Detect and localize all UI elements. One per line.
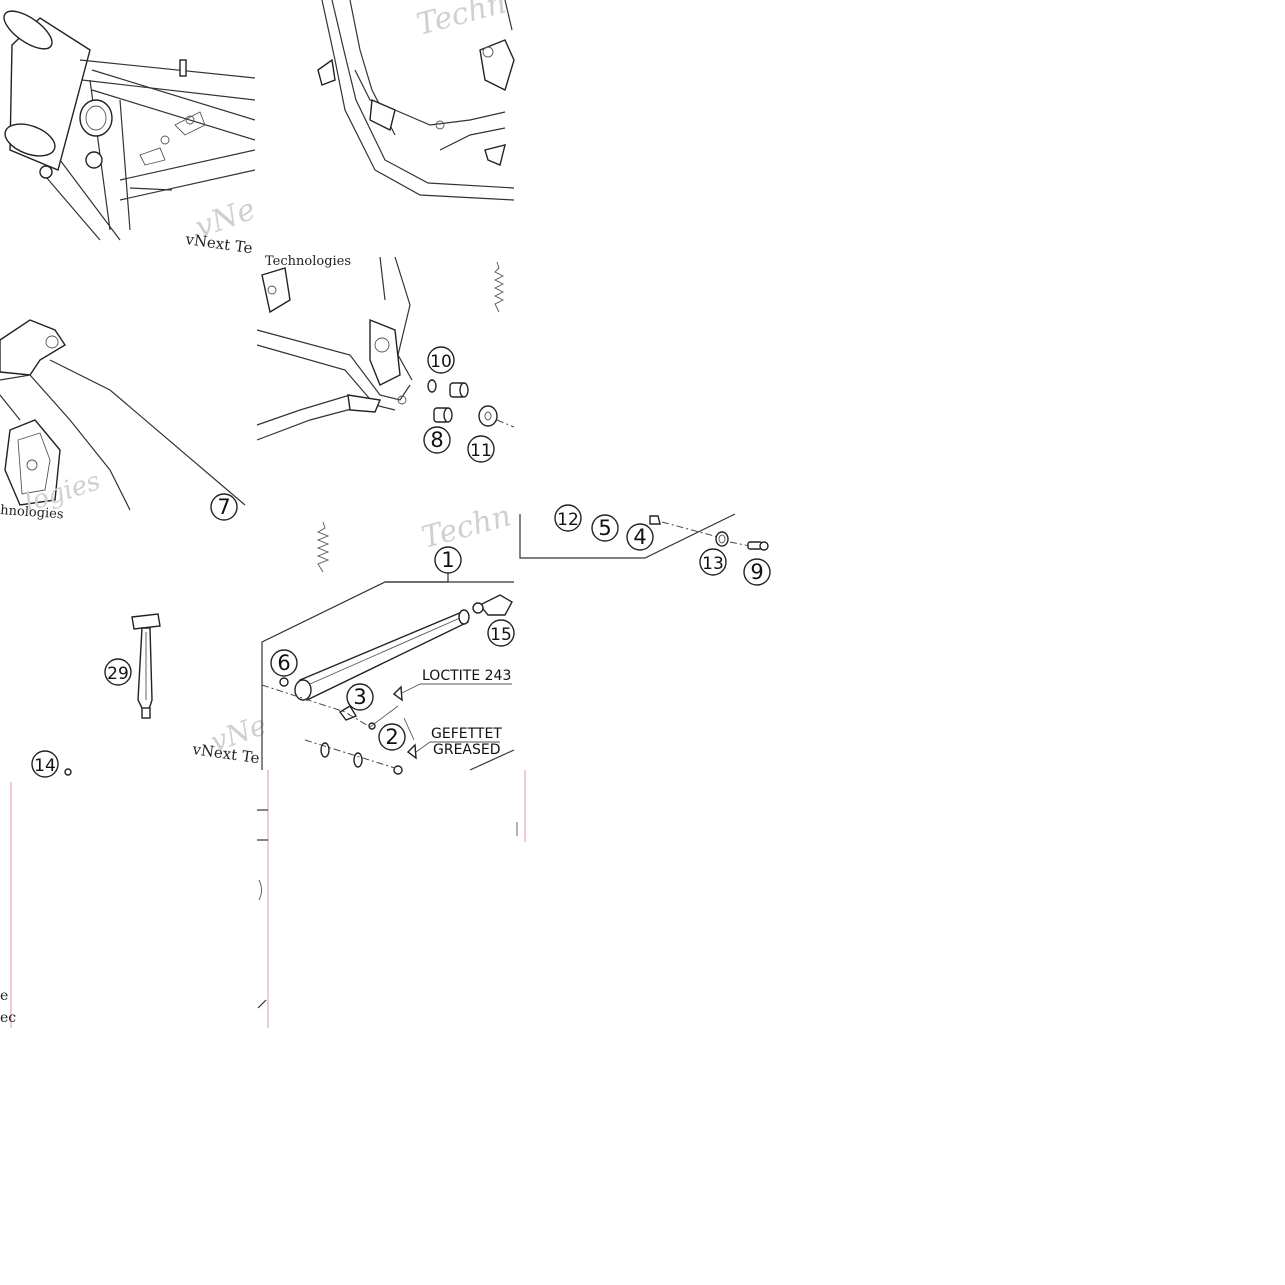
svg-text:11: 11 (470, 441, 492, 461)
callout-5: 5 (591, 514, 619, 542)
svg-text:4: 4 (633, 525, 646, 549)
partial-letters-ec: ec (0, 1010, 16, 1026)
svg-text:12: 12 (557, 510, 579, 530)
side-stand-tile (261, 521, 515, 775)
callout-15: 15 (487, 619, 515, 647)
partial-tiles: e ec (0, 770, 526, 1028)
svg-text:15: 15 (490, 625, 512, 645)
frame-lower-tile (256, 256, 515, 441)
svg-text:14: 14 (34, 756, 56, 776)
callout-7: 7 (210, 493, 238, 521)
svg-text:3: 3 (353, 685, 366, 709)
callout-12: 12 (554, 504, 582, 532)
frame-side-tile (0, 319, 246, 511)
note-loctite: LOCTITE 243 (422, 668, 511, 684)
svg-text:5: 5 (598, 516, 611, 540)
callout-13: 13 (699, 548, 727, 576)
svg-text:8: 8 (430, 428, 443, 452)
note-greased-de: GEFETTET (431, 726, 502, 742)
callout-6: 6 (270, 649, 298, 677)
callout-14: 14 (31, 750, 59, 778)
callout-10: 10 (427, 346, 455, 374)
svg-text:13: 13 (702, 554, 724, 574)
svg-text:6: 6 (277, 651, 290, 675)
tool-tile (64, 613, 161, 776)
callout-2: 2 (378, 723, 406, 751)
frame-head-tube-tile (3, 10, 256, 241)
callout-11: 11 (467, 435, 495, 463)
svg-text:10: 10 (430, 352, 452, 372)
svg-text:29: 29 (107, 664, 129, 684)
partial-letter-e: e (0, 988, 8, 1004)
watermark-techn: Techn (413, 0, 510, 43)
credit-text: vNext Te (183, 230, 253, 257)
svg-text:9: 9 (750, 560, 763, 584)
callout-29: 29 (104, 658, 132, 686)
watermark-techn-2: Techn (418, 498, 515, 555)
svg-text:7: 7 (217, 495, 230, 519)
credit-full: Technologies (265, 254, 351, 269)
note-greased-en: GREASED (433, 742, 501, 758)
svg-text:1: 1 (441, 548, 454, 572)
callout-8: 8 (423, 426, 451, 454)
credit-small: hnologies (0, 503, 64, 522)
callout-3: 3 (346, 683, 374, 711)
callout-4: 4 (626, 523, 654, 551)
callout-1: 1 (434, 546, 462, 574)
frame-rear-tile (317, 0, 515, 201)
svg-text:2: 2 (385, 725, 398, 749)
side-stand-right-tile (519, 513, 769, 559)
callout-9: 9 (743, 558, 771, 586)
